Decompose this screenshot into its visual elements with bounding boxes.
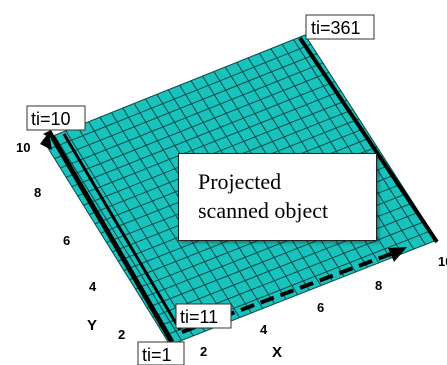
tag-ti-11: ti=11 xyxy=(175,303,232,329)
y-tick-6: 6 xyxy=(63,233,70,248)
y-tick-8: 8 xyxy=(34,185,41,200)
scan-line-left xyxy=(50,136,175,344)
grid-line-row xyxy=(77,90,342,197)
dashed-direction-line xyxy=(181,250,397,334)
callout-line-2: scanned object xyxy=(198,198,329,223)
svg-text:ti=10: ti=10 xyxy=(31,109,71,129)
tag-ti-1: ti=1 xyxy=(137,341,185,365)
grid-line-row xyxy=(65,71,330,178)
y-axis-label: Y xyxy=(87,317,97,334)
tag-ti-361: ti=361 xyxy=(305,14,375,40)
projected-object-callout: Projected scanned object xyxy=(178,153,377,241)
x-tick-10: 10 xyxy=(438,254,447,269)
x-tick-4: 4 xyxy=(260,322,268,337)
y-tick-4: 4 xyxy=(89,279,97,294)
svg-text:ti=361: ti=361 xyxy=(311,18,361,38)
arrowhead-top-left xyxy=(43,130,58,142)
x-tick-2: 2 xyxy=(200,344,207,359)
grid-line-row xyxy=(54,53,318,160)
callout-line-1: Projected xyxy=(198,169,282,194)
y-tick-2: 2 xyxy=(118,327,125,342)
arrowhead-bottom-right xyxy=(388,247,407,262)
scan-line-right xyxy=(298,36,439,244)
arrowhead-top-left-2 xyxy=(40,132,52,150)
grid-line-row xyxy=(60,62,324,169)
svg-text:ti=11: ti=11 xyxy=(180,307,218,327)
x-tick-6: 6 xyxy=(317,300,324,315)
x-axis-label: X xyxy=(272,344,282,361)
grid-line-row xyxy=(71,81,336,188)
grid-line-row xyxy=(83,99,348,206)
tag-ti-10: ti=10 xyxy=(26,105,86,131)
y-tick-10: 10 xyxy=(16,140,30,155)
x-tick-8: 8 xyxy=(375,278,382,293)
svg-text:ti=1: ti=1 xyxy=(142,345,172,365)
grid-line-row xyxy=(48,43,312,150)
scan-line-left-inner xyxy=(62,133,182,331)
